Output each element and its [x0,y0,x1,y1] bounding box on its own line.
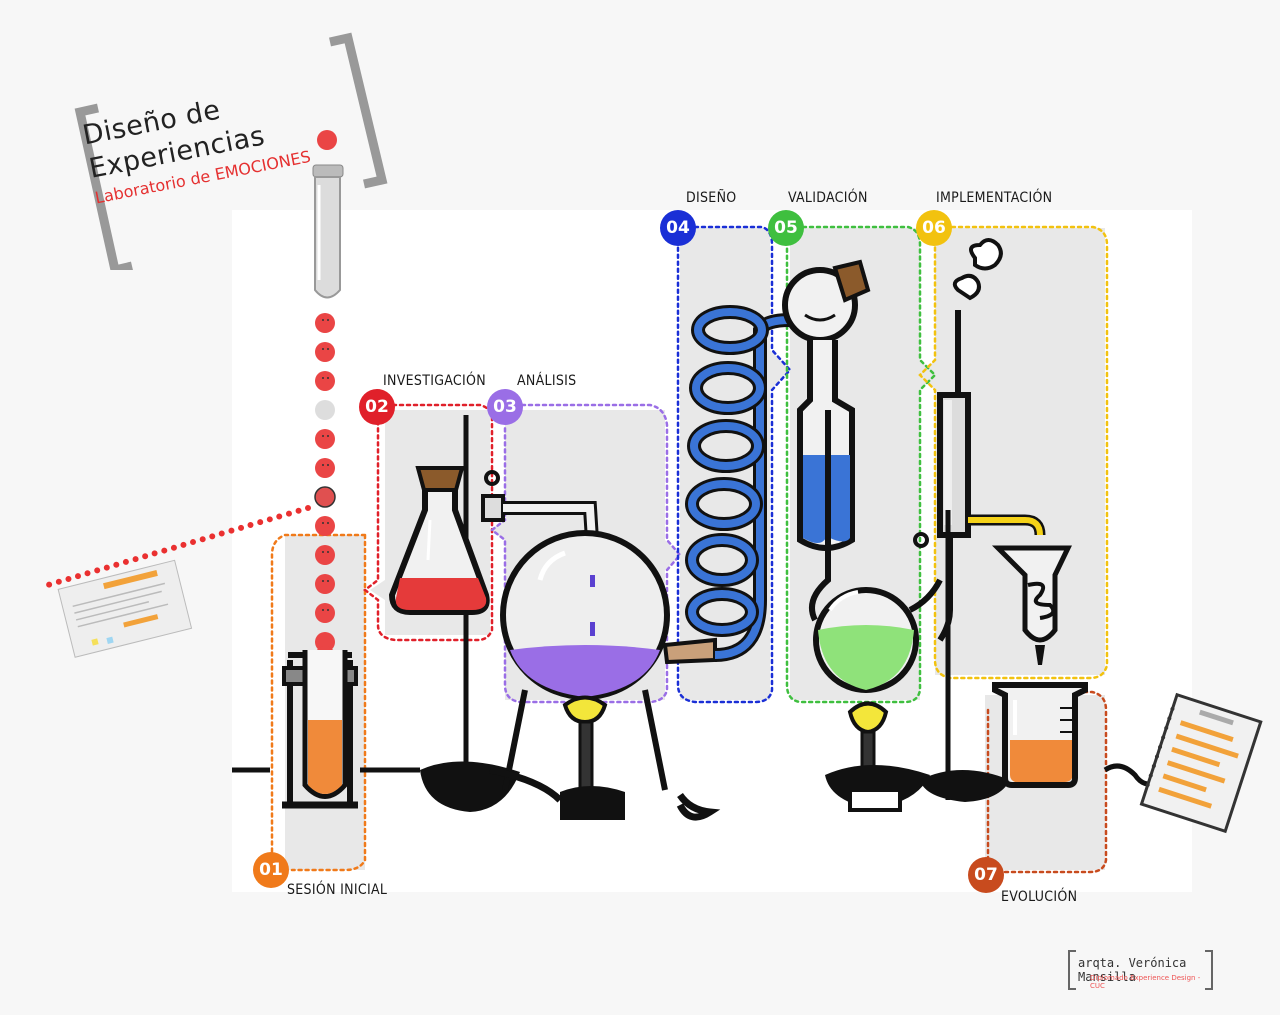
round-flask-icon [489,530,721,821]
zone-outline-01 [270,533,367,872]
credit-bracket-left [1068,950,1076,990]
implementation-apparatus-icon [913,238,1072,802]
author-credit: arqta. Verónica Mansilla Diplomado Exper… [1068,950,1213,990]
author-subtitle: Diplomado Experience Design - CUC [1090,974,1201,990]
zone-outline-03 [489,403,682,704]
author-name: arqta. Verónica Mansilla [1078,956,1187,984]
stage-badge-01: 01 [253,852,289,888]
zone-outline-06 [918,225,1109,680]
zone-outline-05 [785,225,937,704]
stage-label-05: VALIDACIÓN [788,190,868,206]
stage-badge-02: 02 [359,389,395,425]
stage-badge-07: 07 [968,857,1004,893]
beaker-icon [992,682,1088,788]
distillation-icon [782,259,943,812]
stage-badge-05: 05 [768,210,804,246]
stage-label-03: ANÁLISIS [517,373,577,389]
stage-label-04: DISEÑO [686,190,737,206]
title-brackets-icon [74,32,388,270]
stage-label-06: IMPLEMENTACIÓN [936,190,1053,206]
stage-label-07: EVOLUCIÓN [1001,889,1078,905]
stage-badge-03: 03 [487,389,523,425]
test-tube-rack-icon [282,650,358,809]
zone-outline-07 [986,690,1108,874]
coil-condenser-icon [685,305,791,662]
notebook-icon [1139,692,1263,834]
stage-badge-06: 06 [916,210,952,246]
stage-label-01: SESIÓN INICIAL [287,882,388,898]
test-tube-icon [312,164,344,299]
paper-note-icon [57,559,193,658]
credit-bracket-right [1205,950,1213,990]
emotion-trail [45,505,311,588]
stage-label-02: INVESTIGACIÓN [383,373,486,389]
stage-badge-04: 04 [660,210,696,246]
